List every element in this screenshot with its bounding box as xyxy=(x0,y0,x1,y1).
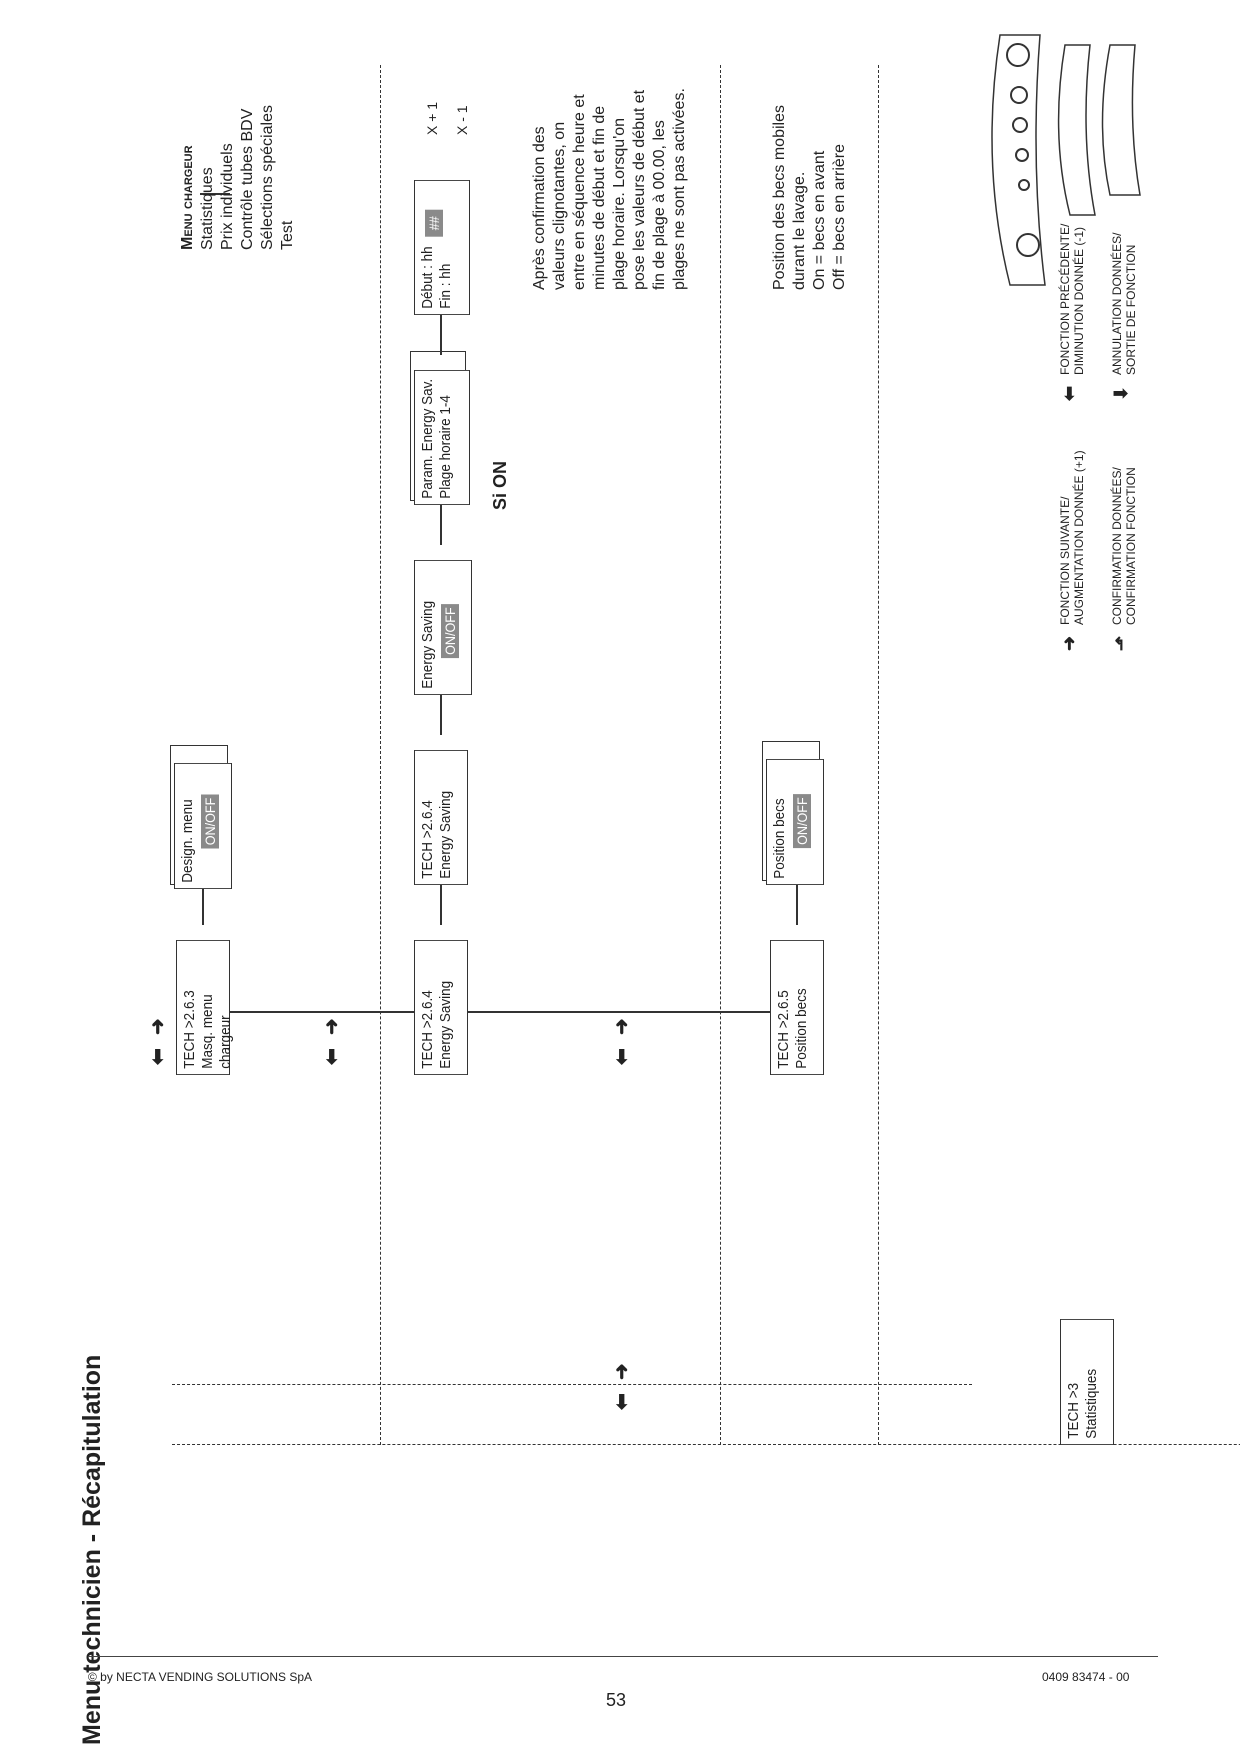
arrow-left-icon: ⬅ xyxy=(147,1048,169,1065)
blink-value: ## xyxy=(425,209,443,237)
arrow-left-icon: ⬅ xyxy=(611,1048,633,1065)
page-title: Menu technicien - Récapitulation xyxy=(78,1354,106,1745)
x-minus-label: X - 1 xyxy=(454,105,470,135)
arrow-left-icon: ⬅ xyxy=(321,1048,343,1065)
connector-line xyxy=(440,315,442,355)
menu-chargeur-block: Menu chargeur Statistiques Prix individu… xyxy=(179,105,296,250)
footer-copyright: © by NECTA VENDING SOLUTIONS SpA xyxy=(88,1670,313,1684)
menu-box-param-energy[interactable]: Param. Energy Sav. Plage horaire 1-4 xyxy=(414,370,470,505)
confirm-icon: ⬏ xyxy=(1111,635,1131,651)
arrow-right-icon: ➜ xyxy=(1059,635,1079,651)
finger-shape xyxy=(1101,44,1141,196)
arrow-right-icon: ➜ xyxy=(611,1018,633,1035)
plus-button-icon xyxy=(1006,43,1030,67)
menu-box-tech-264-b[interactable]: TECH >2.6.4 Energy Saving xyxy=(414,750,468,885)
divider-dashed xyxy=(380,65,381,1445)
dot-icon xyxy=(1012,117,1028,133)
dot-icon xyxy=(1015,148,1029,162)
menu-box-design[interactable]: Design. menu ON/OFF xyxy=(174,763,232,889)
minus-button-icon xyxy=(1016,233,1040,257)
position-becs-note: Position des becs mobiles durant le lava… xyxy=(771,105,848,290)
si-on-label: Si ON xyxy=(490,460,510,510)
legend-confirm: ⬏ CONFIRMATION DONNÉES/CONFIRMATION FONC… xyxy=(1110,467,1138,651)
footer-rule xyxy=(88,1656,1158,1657)
dot-icon xyxy=(1010,86,1028,104)
menu-box-tech-265[interactable]: TECH >2.6.5 Position becs xyxy=(770,940,824,1075)
connector-line xyxy=(202,885,204,925)
connector-line xyxy=(440,505,442,545)
connector-line xyxy=(440,885,442,925)
onoff-value: ON/OFF xyxy=(793,794,811,849)
onoff-value: ON/OFF xyxy=(441,604,459,659)
x-plus-label: X + 1 xyxy=(424,101,440,135)
arrow-right-icon: ➜ xyxy=(611,1363,633,1380)
footer-docref: 0409 83474 - 00 xyxy=(1042,1670,1130,1684)
divider-dashed xyxy=(878,65,879,1445)
menu-box-tech-264-a[interactable]: TECH >2.6.4 Energy Saving xyxy=(414,940,468,1075)
menu-box-tech-3[interactable]: TECH >3 Statistiques xyxy=(1060,1319,1114,1445)
cancel-icon: ⬇ xyxy=(1111,385,1131,401)
energy-saving-note: Après confirmation des valeurs clignotan… xyxy=(531,88,688,290)
keypad-illustration xyxy=(991,34,1141,286)
onoff-value: ON/OFF xyxy=(201,794,219,849)
connector-line xyxy=(796,885,798,925)
connector-line xyxy=(230,1011,790,1013)
connector-line xyxy=(440,695,442,735)
menu-box-tech-263[interactable]: TECH >2.6.3 Masq. menu chargeur xyxy=(176,940,234,1075)
legend-next: ➜ FONCTION SUIVANTE/AUGMENTATION DONNÉE … xyxy=(1058,450,1086,651)
menu-box-debut-fin[interactable]: Début : hh Fin : hh ## xyxy=(414,180,470,315)
arrow-right-icon: ➜ xyxy=(147,1018,169,1035)
menu-box-energy-saving[interactable]: Energy Saving ON/OFF xyxy=(414,560,472,695)
divider-dashed-vertical xyxy=(172,1383,972,1385)
arrow-left-icon: ⬅ xyxy=(1059,385,1079,401)
arrow-left-icon: ⬅ xyxy=(611,1393,633,1410)
arrow-right-icon: ➜ xyxy=(321,1018,343,1035)
finger-shape xyxy=(1057,44,1096,216)
page-number: 53 xyxy=(606,1690,627,1710)
menu-box-position-becs[interactable]: Position becs ON/OFF xyxy=(766,759,824,885)
dot-icon xyxy=(1018,179,1030,191)
divider-dashed xyxy=(720,65,721,1445)
